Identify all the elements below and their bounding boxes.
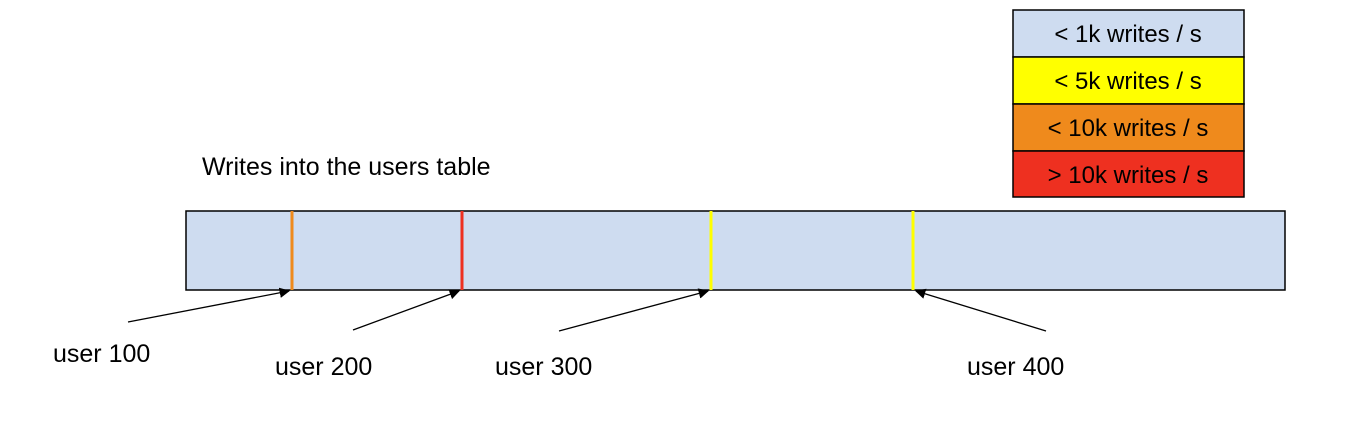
- diagram-title: Writes into the users table: [202, 153, 491, 181]
- label-user-200: user 200: [275, 353, 372, 381]
- legend-label-1k: < 1k writes / s: [1054, 21, 1201, 48]
- label-user-400: user 400: [967, 353, 1064, 381]
- legend-label-10k: < 10k writes / s: [1048, 115, 1209, 142]
- arrow-user-200: [352, 289, 460, 331]
- users-table-bar: [185, 210, 1286, 291]
- arrow-user-400: [915, 288, 1047, 332]
- arrow-user-300: [558, 288, 710, 332]
- legend: < 1k writes / s < 5k writes / s < 10k wr…: [1012, 9, 1245, 198]
- legend-swatch-5k: [1012, 56, 1245, 105]
- legend-swatch-1k: [1012, 9, 1245, 58]
- legend-label-5k: < 5k writes / s: [1054, 68, 1201, 95]
- legend-swatch-10k: [1012, 103, 1245, 152]
- arrow-user-100: [127, 287, 291, 323]
- label-user-300: user 300: [495, 353, 592, 381]
- legend-swatch-over-10k: [1012, 150, 1245, 198]
- label-user-100: user 100: [53, 340, 150, 368]
- legend-label-over-10k: > 10k writes / s: [1048, 162, 1209, 189]
